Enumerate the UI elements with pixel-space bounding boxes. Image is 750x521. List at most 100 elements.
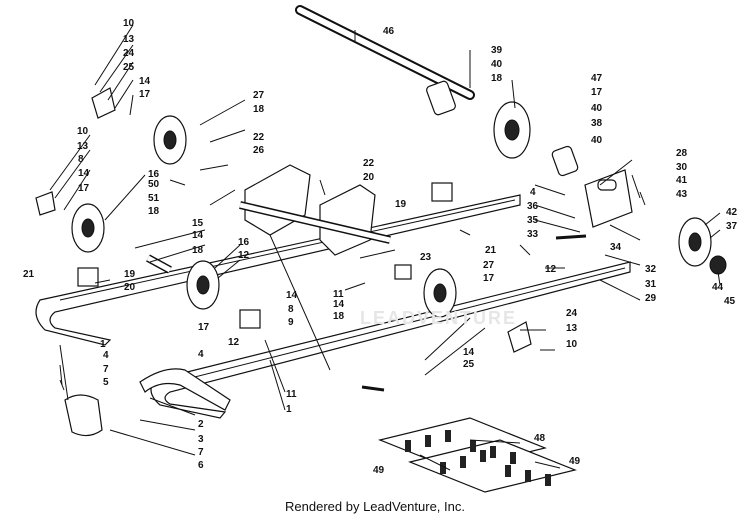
callout-27: 27 (483, 260, 495, 271)
callout-25: 25 (463, 359, 475, 370)
callout-13: 13 (77, 141, 89, 152)
watermark: LEADVENTURE (360, 308, 518, 328)
idler-wheel-47-rear (493, 101, 531, 159)
rear-plate-28 (584, 169, 633, 228)
callout-17: 17 (139, 89, 151, 100)
track-48 (378, 417, 577, 493)
bracket-25-top (91, 87, 116, 119)
callout-numbers: 1 1 2 3 4 4 4 5 6 7 7 8 8 9 10 10 10 11 … (23, 18, 738, 476)
callout-17: 17 (198, 322, 210, 333)
idler-wheel-16-mid (186, 260, 220, 310)
callout-49: 49 (569, 456, 581, 467)
callout-40: 40 (591, 103, 603, 114)
callout-41: 41 (676, 175, 688, 186)
callout-44: 44 (712, 282, 724, 293)
callout-47: 47 (591, 73, 603, 84)
callout-14: 14 (463, 347, 475, 358)
callout-40: 40 (591, 135, 603, 146)
bumper-block-19-top (431, 182, 453, 202)
pivot-bushing-17-mid (394, 264, 412, 280)
callout-27: 27 (253, 90, 265, 101)
callout-14: 14 (192, 230, 204, 241)
callout-19: 19 (395, 199, 407, 210)
callout-30: 30 (676, 162, 688, 173)
callout-19: 19 (124, 269, 136, 280)
callout-17: 17 (591, 87, 603, 98)
callout-4: 4 (530, 187, 536, 198)
callout-1: 1 (100, 339, 106, 350)
footer-credit: Rendered by LeadVenture, Inc. (285, 499, 465, 514)
callout-3: 3 (198, 434, 204, 445)
callout-4: 4 (103, 350, 109, 361)
callout-16: 16 (238, 237, 250, 248)
idler-wheel-27-top (153, 115, 187, 165)
callout-26: 26 (253, 145, 265, 156)
callout-49: 49 (373, 465, 385, 476)
front-wheel-5 (64, 394, 103, 437)
front-arm-assembly (239, 164, 391, 371)
shaft-46 (295, 5, 475, 100)
callout-6: 6 (198, 460, 204, 471)
callout-11: 11 (333, 289, 344, 300)
idler-wheel-16-left (71, 203, 105, 253)
bumper-block-19-left (77, 267, 99, 287)
callout-22: 22 (363, 158, 375, 169)
spacer-38 (551, 145, 579, 177)
bracket-9 (239, 309, 261, 329)
bolt-33 (555, 234, 587, 240)
callout-12: 12 (238, 250, 250, 261)
callout-21: 21 (23, 269, 35, 280)
callout-33: 33 (527, 229, 539, 240)
callout-14: 14 (333, 299, 345, 310)
callout-14: 14 (78, 168, 90, 179)
callout-13: 13 (566, 323, 578, 334)
callout-18: 18 (333, 311, 345, 322)
bolt-10-bottom (361, 385, 385, 392)
callout-7: 7 (103, 364, 109, 375)
callout-50: 50 (148, 179, 160, 190)
callout-10: 10 (566, 339, 578, 350)
callout-11: 11 (286, 389, 297, 400)
leader-lines (49, 24, 721, 471)
axle-15 (146, 254, 172, 274)
slide-rail-right (150, 261, 631, 419)
callout-24: 24 (566, 308, 578, 319)
callout-21: 21 (485, 245, 497, 256)
callout-51: 51 (148, 193, 160, 204)
callout-7: 7 (198, 447, 204, 458)
callout-42: 42 (726, 207, 738, 218)
callout-34: 34 (610, 242, 622, 253)
cap-44 (709, 255, 727, 275)
callout-25: 25 (123, 62, 135, 73)
callout-31: 31 (645, 279, 657, 290)
callout-46: 46 (383, 26, 395, 37)
callout-28: 28 (676, 148, 688, 159)
idler-wheel-42-rear (678, 217, 712, 267)
callout-23: 23 (420, 252, 432, 263)
callout-10: 10 (123, 18, 135, 29)
callout-37: 37 (726, 221, 738, 232)
callout-29: 29 (645, 293, 657, 304)
callout-5: 5 (103, 377, 109, 388)
callout-22: 22 (253, 132, 265, 143)
callout-18: 18 (148, 206, 160, 217)
callout-8: 8 (288, 304, 294, 315)
bracket-8-left (35, 191, 56, 216)
callout-20: 20 (363, 172, 375, 183)
callout-14: 14 (286, 290, 298, 301)
callout-32: 32 (645, 264, 657, 275)
slide-rail-left (35, 194, 521, 346)
callout-43: 43 (676, 189, 688, 200)
callout-15: 15 (192, 218, 204, 229)
callout-18: 18 (253, 104, 265, 115)
callout-16: 16 (148, 169, 160, 180)
callout-17: 17 (78, 183, 90, 194)
idler-wheel-27-mid (423, 268, 457, 318)
callout-12: 12 (545, 264, 557, 275)
callout-24: 24 (123, 48, 135, 59)
callout-36: 36 (527, 201, 539, 212)
callout-40: 40 (491, 59, 503, 70)
callout-18: 18 (192, 245, 204, 256)
callout-12: 12 (228, 337, 240, 348)
